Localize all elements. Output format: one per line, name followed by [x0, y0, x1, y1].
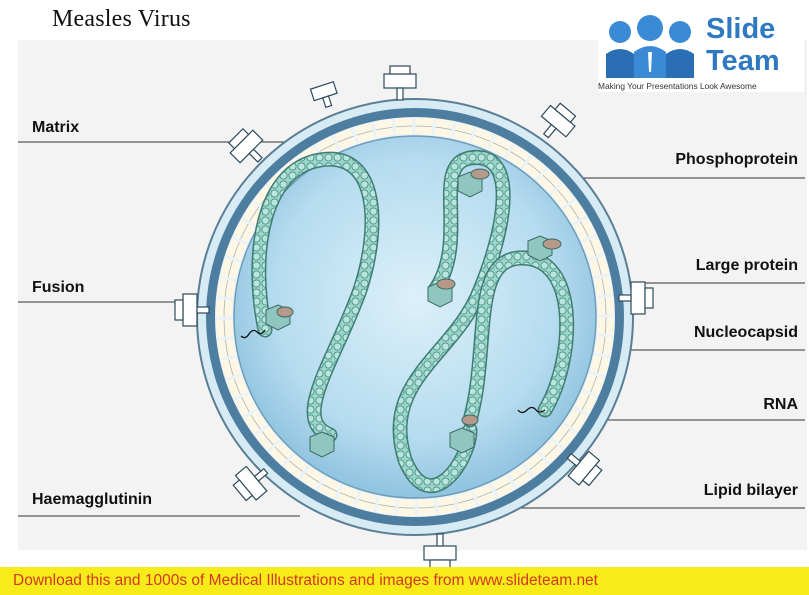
label-lipid-bilayer: Lipid bilayer [704, 482, 798, 500]
label-haemagglutinin: Haemagglutinin [32, 491, 152, 509]
label-matrix: Matrix [32, 119, 79, 137]
label-phosphoprotein: Phosphoprotein [675, 151, 798, 169]
footer-banner: Download this and 1000s of Medical Illus… [0, 567, 809, 595]
label-large-protein: Large protein [696, 257, 798, 275]
label-nucleocapsid: Nucleocapsid [694, 324, 798, 342]
label-rna: RNA [763, 396, 798, 414]
label-fusion: Fusion [32, 279, 84, 297]
footer-text[interactable]: Download this and 1000s of Medical Illus… [13, 572, 598, 590]
